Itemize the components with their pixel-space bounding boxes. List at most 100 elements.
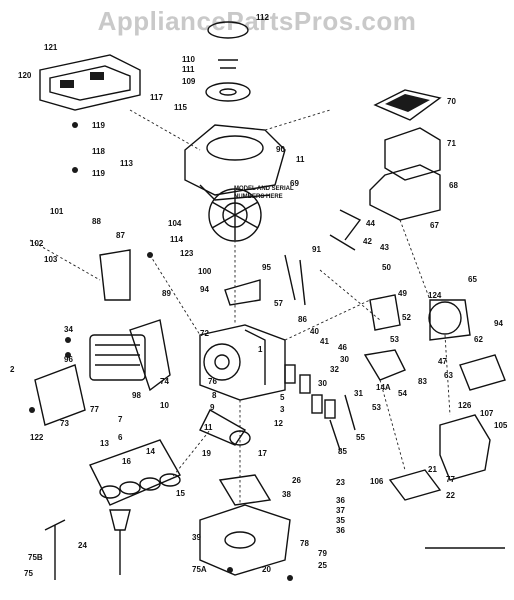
callout-label: 77 <box>446 475 455 484</box>
callout-label: 119 <box>92 169 105 178</box>
callout-label: 31 <box>354 389 363 398</box>
valves-rods <box>284 364 356 451</box>
callout-label: 30 <box>340 355 349 364</box>
callout-label: 100 <box>198 267 212 276</box>
callout-label: 6 <box>118 433 123 442</box>
callout-label: 77 <box>90 405 99 414</box>
callout-label: 75A <box>192 565 207 574</box>
rotor-parts <box>205 21 251 102</box>
callout-label: 90 <box>276 145 285 154</box>
callout-label: 16 <box>122 457 131 466</box>
serial-note-line-2: NUMBERS HERE <box>234 194 283 200</box>
callout-label: 113 <box>120 159 133 168</box>
callout-label: 32 <box>330 365 339 374</box>
callout-label: 36 <box>336 526 345 535</box>
callout-label: 73 <box>60 419 69 428</box>
callout-label: 15 <box>176 489 185 498</box>
callout-label: 78 <box>300 539 309 548</box>
callout-label: 79 <box>318 549 327 558</box>
callout-label: 41 <box>320 337 329 346</box>
callout-label: 87 <box>116 231 125 240</box>
callout-label: 115 <box>174 103 187 112</box>
callout-label: 96 <box>64 355 73 364</box>
callout-label: 109 <box>182 77 196 86</box>
callout-label: 88 <box>92 217 101 226</box>
callout-label: 123 <box>180 249 194 258</box>
callout-label: 69 <box>290 179 299 188</box>
callout-label: 44 <box>366 219 375 228</box>
callout-label: 105 <box>494 421 508 430</box>
fuel-tank <box>388 414 491 501</box>
callout-label: 53 <box>372 403 381 412</box>
callout-label: 74 <box>160 377 169 386</box>
callout-label: 68 <box>449 181 458 190</box>
callout-label: 75 <box>24 569 33 578</box>
callout-label: 39 <box>192 533 201 542</box>
callout-label: 14 <box>146 447 155 456</box>
callout-label: 76 <box>208 377 217 386</box>
watermark: AppliancePartsPros.com <box>97 6 417 36</box>
callout-label: 24 <box>78 541 87 550</box>
callout-label: 10 <box>160 401 169 410</box>
callout-label: 114 <box>170 235 183 244</box>
callout-label: 20 <box>262 565 271 574</box>
callout-label: 107 <box>480 409 494 418</box>
callout-label: 36 <box>336 496 345 505</box>
callout-label: 63 <box>444 371 453 380</box>
callout-label: 43 <box>380 243 389 252</box>
callout-label: 72 <box>200 329 209 338</box>
callout-labels: 112 121 120 110 111 109 117 115 119 118 … <box>10 13 508 578</box>
callout-label: 122 <box>30 433 44 442</box>
callout-label: 89 <box>162 289 171 298</box>
callout-label: 11 <box>296 155 305 164</box>
callout-label: 57 <box>274 299 283 308</box>
callout-label: 23 <box>336 478 345 487</box>
callout-label: 94 <box>494 319 503 328</box>
callout-label: 65 <box>468 275 477 284</box>
callout-label: 19 <box>202 449 211 458</box>
callout-label: 3 <box>280 405 285 414</box>
callout-label: 5 <box>280 393 285 402</box>
callout-label: 49 <box>398 289 407 298</box>
callout-label: 67 <box>430 221 439 230</box>
callout-label: 118 <box>92 147 105 156</box>
carburetor <box>369 294 471 341</box>
callout-label: 83 <box>418 377 427 386</box>
callout-label: 37 <box>336 506 345 515</box>
leader-lines <box>29 109 451 505</box>
callout-label: 55 <box>356 433 365 442</box>
callout-label: 71 <box>447 139 456 148</box>
callout-label: 106 <box>370 477 384 486</box>
callout-label: 17 <box>258 449 267 458</box>
callout-label: 75B <box>28 553 43 562</box>
callout-label: 120 <box>18 71 32 80</box>
callout-label: 21 <box>428 465 437 474</box>
callout-label: 7 <box>118 415 123 424</box>
callout-label: 22 <box>446 491 455 500</box>
callout-label: 14A <box>376 383 391 392</box>
callout-label: 11 <box>204 423 213 432</box>
callout-label: 112 <box>256 13 269 22</box>
callout-label: 54 <box>398 389 407 398</box>
governor-linkage <box>224 209 362 306</box>
callout-label: 110 <box>182 55 195 64</box>
callout-label: 111 <box>182 65 195 74</box>
blower-housing <box>184 124 286 201</box>
callout-label: 25 <box>318 561 327 570</box>
piston-rings <box>89 439 181 506</box>
cylinder-head <box>89 319 171 392</box>
tool-wrench <box>44 509 131 580</box>
callout-label: 117 <box>150 93 163 102</box>
callout-label: 1 <box>258 345 263 354</box>
air-cleaner-cover <box>39 54 141 111</box>
callout-label: 8 <box>212 391 217 400</box>
bolts <box>29 122 293 581</box>
callout-label: 34 <box>64 325 73 334</box>
callout-label: 2 <box>10 365 15 374</box>
flywheel <box>208 188 262 242</box>
callout-label: 101 <box>50 207 64 216</box>
callout-label: 30 <box>318 379 327 388</box>
callout-label: 102 <box>30 239 44 248</box>
gasket-pad <box>459 354 506 391</box>
